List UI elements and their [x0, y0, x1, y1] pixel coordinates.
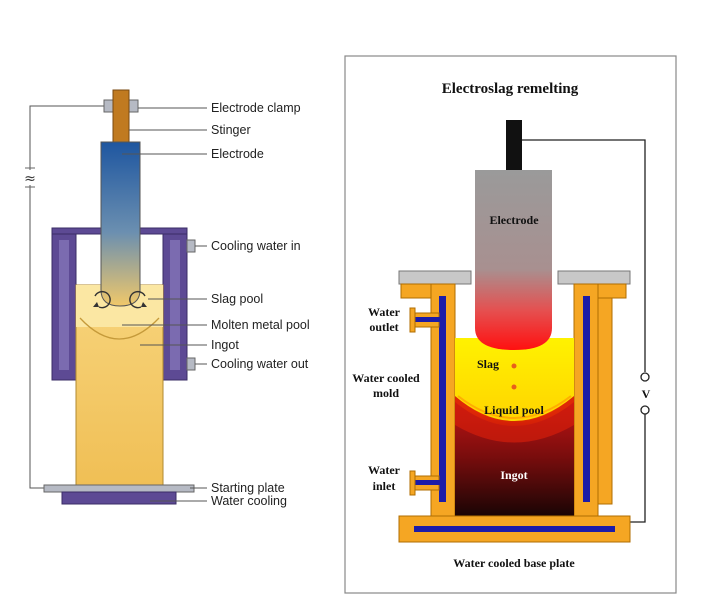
top-plate-right: [557, 270, 631, 285]
starting-plate: [43, 484, 195, 493]
base-plate-water-channel: [414, 526, 615, 532]
label-water-cooled-mold-2: mold: [373, 386, 399, 400]
label-molten-metal-pool: Molten metal pool: [211, 318, 310, 332]
water-channel-left: [439, 296, 446, 502]
top-plate-left: [398, 270, 472, 285]
label-cooling-water-in: Cooling water in: [211, 239, 301, 253]
power-source-symbol: ≈: [24, 171, 36, 187]
label-electrode-right: Electrode: [489, 213, 539, 227]
label-ingot-left: Ingot: [211, 338, 239, 352]
electrode-holder: [506, 120, 522, 172]
slag-right: [455, 338, 574, 421]
label-stinger: Stinger: [211, 123, 251, 137]
label-water-cooling: Water cooling: [211, 494, 287, 508]
right-panel-title: Electroslag remelting: [442, 81, 579, 97]
label-slag-pool: Slag pool: [211, 292, 263, 306]
label-cooling-water-out: Cooling water out: [211, 357, 309, 371]
metal-droplet-1: [511, 363, 517, 369]
label-starting-plate: Starting plate: [211, 481, 285, 495]
cooling-water-out-nozzle: [186, 357, 196, 371]
electrode-right: [475, 170, 552, 350]
terminal-top: [640, 372, 650, 382]
label-voltage: V: [642, 387, 651, 401]
power-circuit-right: [522, 139, 646, 372]
label-electrode-clamp: Electrode clamp: [211, 101, 301, 115]
molten-metal-pool-left: [79, 317, 160, 340]
left-esr-schematic: ≈: [22, 89, 310, 508]
water-channel-right: [583, 296, 590, 502]
label-water-inlet-2: inlet: [373, 479, 396, 493]
terminal-bottom: [640, 405, 650, 415]
label-electrode-left: Electrode: [211, 147, 264, 161]
label-ingot-right: Ingot: [500, 468, 527, 482]
label-water-inlet-1: Water: [368, 463, 401, 477]
label-base-plate: Water cooled base plate: [453, 556, 575, 570]
cooling-water-in-nozzle: [186, 239, 196, 253]
label-water-outlet-2: outlet: [369, 320, 398, 334]
electrode-left: [100, 141, 141, 307]
slag-circulation-right-icon: [129, 290, 146, 309]
label-water-outlet-1: Water: [368, 305, 401, 319]
stinger: [112, 89, 130, 143]
power-circuit-line: [29, 105, 112, 489]
slag-circulation-left-icon: [94, 290, 111, 309]
label-slag: Slag: [477, 357, 499, 371]
water-cooling-plate: [61, 491, 177, 505]
label-water-cooled-mold-1: Water cooled: [352, 371, 420, 385]
right-esr-schematic: Electroslag remelting V: [344, 55, 677, 594]
label-liquid-pool: Liquid pool: [484, 403, 544, 417]
metal-droplet-2: [511, 384, 517, 390]
